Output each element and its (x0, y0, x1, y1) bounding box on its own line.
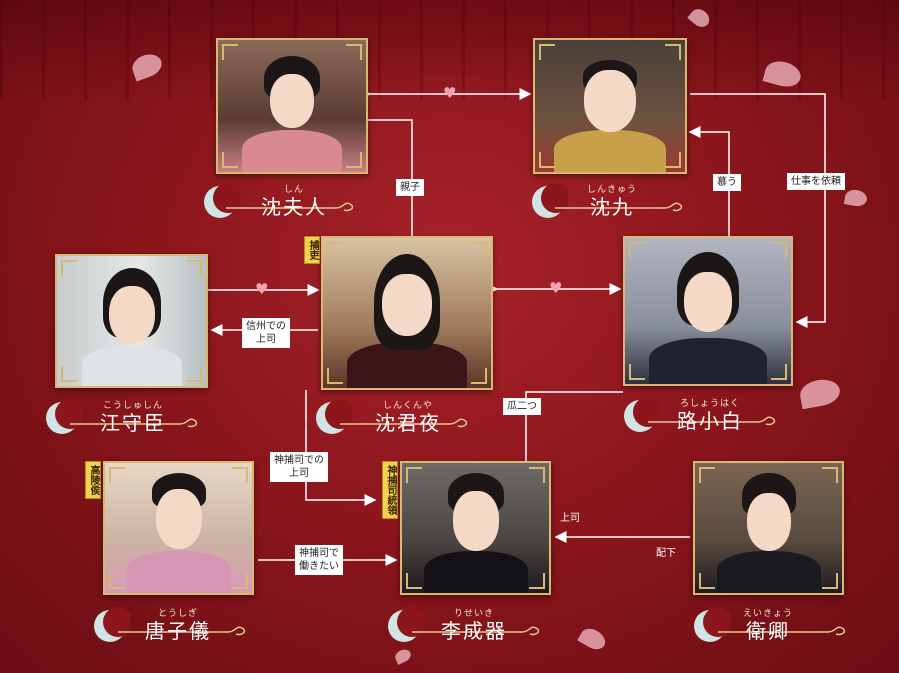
portrait-card-wei-qing[interactable] (693, 461, 844, 595)
character-ruby: こうしゅしん (102, 401, 163, 411)
portrait-figure (81, 264, 182, 386)
portrait-card-jiang-shouchen[interactable] (55, 254, 208, 388)
line-shigoto (690, 93, 826, 328)
character-ruby: しん (283, 185, 304, 195)
relation-label-line: 信州での (246, 321, 286, 332)
line-shinbo-joshi (305, 390, 377, 506)
character-ruby: ろしょうはく (679, 399, 740, 409)
character-name: 李成器 (441, 619, 507, 643)
portrait-figure (716, 469, 821, 593)
relation-label-line: 神捕司で (299, 548, 339, 559)
heart-icon: ♥ (443, 84, 457, 102)
character-name: 江守臣 (100, 411, 166, 435)
relation-label-urifutatsu: 瓜二つ (503, 398, 541, 415)
cloud-ornament-icon (118, 626, 246, 636)
character-name-shen-junye: しんくんや 沈君夜 (360, 398, 456, 435)
character-name-shen-jiu: しんきゅう 沈九 (570, 182, 654, 219)
crescent-moon-icon (90, 606, 133, 650)
relation-label-line: 上司 (289, 468, 309, 479)
relation-label-line: 上司 (256, 334, 276, 345)
portrait-card-shen-junye[interactable] (321, 236, 493, 390)
character-name: 路小白 (677, 409, 743, 433)
relation-label-shinbo-joshi: 神捕司での 上司 (270, 452, 328, 482)
line-shitau (688, 126, 730, 237)
character-name-jiang-shouchen: こうしゅしん 江守臣 (85, 398, 181, 435)
portrait-figure (649, 246, 767, 384)
relation-label-line: 働きたい (299, 561, 339, 572)
character-ruby: しんくんや (382, 401, 433, 411)
portrait-figure (554, 52, 666, 172)
title-tag-tang-ziyi: 高陵侯 (85, 461, 101, 499)
heart-icon: ♥ (255, 280, 269, 298)
cloud-ornament-icon (340, 418, 468, 428)
character-name-li-chengqi: りせいき 李成器 (426, 606, 522, 643)
cloud-ornament-icon (412, 626, 540, 636)
relation-label-haika: 配下 (656, 548, 676, 559)
character-name-tang-ziyi: とうしぎ 唐子儀 (130, 606, 226, 643)
relation-label-shinshu: 信州での 上司 (242, 318, 290, 348)
character-name: 衛卿 (746, 619, 790, 643)
line-urifutatsu (525, 391, 623, 461)
portrait-card-shen-furen[interactable] (216, 38, 368, 174)
crescent-moon-icon (42, 398, 85, 442)
crescent-moon-icon (620, 396, 663, 440)
character-ruby: りせいき (453, 609, 494, 619)
crescent-moon-icon (312, 398, 355, 442)
cloud-ornament-icon (648, 416, 776, 426)
character-ruby: とうしぎ (157, 609, 198, 619)
character-ruby: えいきょう (742, 609, 793, 619)
character-name: 沈九 (590, 195, 634, 219)
relation-label-shitau: 慕う (713, 174, 741, 191)
cloud-ornament-icon (555, 202, 683, 212)
portrait-figure (347, 248, 467, 388)
portrait-figure (126, 469, 231, 593)
crescent-moon-icon (690, 606, 733, 650)
cloud-ornament-icon (70, 418, 198, 428)
heart-icon: ♥ (549, 279, 563, 297)
portrait-figure (423, 469, 528, 593)
portrait-card-shen-jiu[interactable] (533, 38, 687, 174)
character-name: 沈君夜 (375, 411, 441, 435)
character-name: 沈夫人 (261, 195, 327, 219)
cloud-ornament-icon (718, 626, 846, 636)
crescent-moon-icon (384, 606, 427, 650)
portrait-card-li-chengqi[interactable] (400, 461, 551, 595)
portrait-card-tang-ziyi[interactable] (103, 461, 254, 595)
relation-label-line: 神捕司での (274, 455, 324, 466)
relation-label-hataraki: 神捕司で 働きたい (295, 545, 343, 575)
cloud-ornament-icon (226, 202, 354, 212)
portrait-figure (242, 52, 342, 172)
character-name: 唐子儀 (145, 619, 211, 643)
character-name-wei-qing: えいきょう 衛卿 (726, 606, 810, 643)
title-tag-li-chengqi: 神捕司統領 (382, 461, 398, 519)
relation-label-joshi: 上司 (560, 513, 580, 524)
character-name-shen-furen: しん 沈夫人 (246, 182, 342, 219)
character-name-lu-xiaobai: ろしょうはく 路小白 (662, 396, 758, 433)
relation-label-shigoto: 仕事を依頼 (787, 173, 845, 190)
crescent-moon-icon (528, 182, 571, 226)
title-tag-shen-junye: 捕吏 (304, 236, 320, 264)
crescent-moon-icon (200, 182, 243, 226)
portrait-card-lu-xiaobai[interactable] (623, 236, 793, 386)
character-ruby: しんきゅう (586, 185, 637, 195)
relation-label-oyako: 親子 (396, 179, 424, 196)
